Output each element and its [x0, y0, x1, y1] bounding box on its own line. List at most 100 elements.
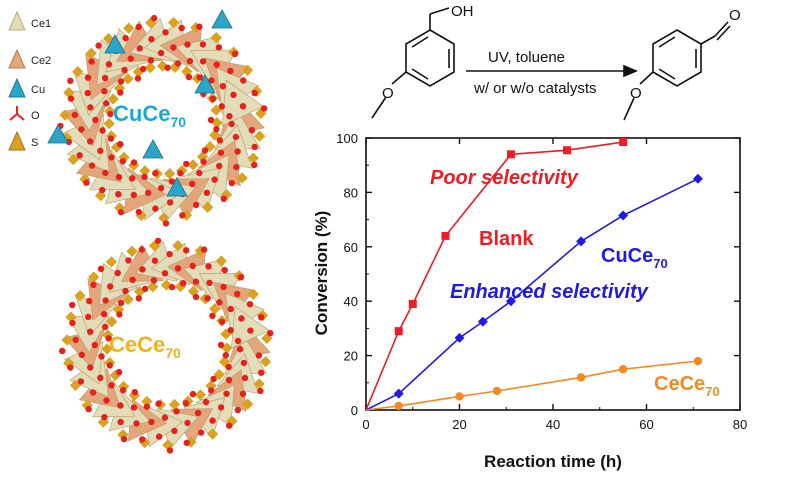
sulfur-polyhedron-icon [8, 130, 26, 151]
oxygen-atom [241, 374, 249, 382]
product-aldehyde-o: O [729, 7, 741, 24]
reactant-oh-group: OH [451, 3, 474, 20]
data-point-cuce70 [618, 210, 629, 221]
oxygen-atom [101, 74, 109, 82]
oxygen-atom [85, 405, 92, 413]
oxygen-atom [117, 208, 125, 216]
oxygen-atom [157, 184, 165, 192]
oxygen-atom [69, 301, 76, 309]
oxygen-atom [228, 179, 235, 187]
oxygen-atom [99, 127, 106, 134]
oxygen-atom [246, 301, 254, 308]
x-tick-label: 80 [733, 417, 747, 432]
oxygen-atom [183, 160, 190, 168]
blank-series-label: Blank [479, 228, 534, 250]
oxygen-atom [213, 61, 220, 68]
oxygen-atom [87, 328, 94, 335]
oxygen-atom [131, 389, 138, 396]
data-point-cuce70 [505, 296, 516, 307]
oxygen-atom [135, 23, 142, 31]
y-tick-label: 40 [344, 294, 358, 309]
oxygen-atom [205, 263, 212, 270]
oxygen-atom [115, 368, 123, 376]
oxygen-atom [114, 269, 121, 277]
cu-polyhedron [47, 124, 69, 144]
oxygen-atom [86, 138, 94, 145]
oxygen-atom [120, 435, 128, 443]
oxygen-atom [208, 387, 215, 394]
data-point-blank [506, 150, 515, 159]
oxygen-bond-icon [9, 106, 25, 121]
oxygen-atom [103, 397, 110, 404]
oxygen-atom [117, 299, 125, 307]
oxygen-atom [220, 283, 227, 291]
oxygen-atom [157, 49, 165, 57]
oxygen-atom [239, 390, 247, 398]
oxygen-atom [251, 89, 258, 97]
cu-polyhedron [166, 177, 188, 197]
oxygen-atom [106, 362, 114, 369]
oxygen-atom [87, 104, 94, 111]
legend-label: Ce2 [31, 55, 51, 67]
oxygen-atom [209, 312, 216, 319]
oxygen-atom [225, 363, 232, 371]
oxygen-atom [136, 45, 143, 52]
oxygen-atom [166, 199, 174, 206]
oxygen-atom [168, 178, 175, 185]
legend-label: O [31, 110, 40, 122]
oxygen-atom [84, 89, 91, 97]
oxygen-atom [67, 364, 74, 371]
oxygen-atom [83, 179, 90, 186]
oxygen-atom [135, 295, 142, 302]
oxygen-atom [179, 212, 186, 219]
data-point-blank [563, 146, 572, 155]
oxygen-atom [216, 137, 223, 144]
oxygen-atom [216, 299, 223, 306]
oxygen-atom [237, 274, 245, 281]
cu-polyhedron [104, 34, 126, 54]
sulfur-atom [209, 303, 221, 315]
oxygen-atom [185, 73, 193, 81]
oxygen-atom [71, 111, 79, 119]
oxygen-atom [155, 433, 163, 440]
sulfur-atom [242, 398, 254, 410]
oxygen-atom [209, 95, 217, 103]
oxygen-atom [186, 57, 194, 65]
oxygen-atom [88, 58, 95, 65]
oxygen-atom [202, 398, 210, 406]
oxygen-atom [107, 283, 114, 290]
ce1-polyhedron-icon [8, 10, 26, 31]
data-point-cuce70 [393, 388, 404, 399]
oxygen-atom [227, 327, 234, 334]
cu-polyhedron [142, 139, 164, 159]
oxygen-atom [207, 116, 215, 124]
data-point-cuce70 [454, 332, 465, 343]
oxygen-atom [151, 257, 159, 264]
cece70-ring-label: CeCe70 [109, 332, 181, 361]
sulfur-atom [147, 281, 159, 293]
oxygen-atom [170, 44, 177, 51]
sulfur-atom [168, 398, 181, 411]
oxygen-atom [103, 100, 110, 107]
oxygen-atom [164, 64, 171, 71]
oxygen-atom [231, 50, 239, 57]
poor-selectivity-annotation: Poor selectivity [430, 167, 579, 189]
oxygen-atom [234, 337, 242, 345]
data-point-cuce70 [477, 316, 488, 327]
oxygen-atom [251, 143, 258, 151]
oxygen-atom [116, 311, 123, 318]
structure-legend: Ce1 Ce2 Cu O S [8, 10, 51, 151]
oxygen-atom [221, 266, 228, 274]
oxygen-atom [72, 336, 79, 343]
data-point-blank [394, 327, 403, 336]
oxygen-atom [211, 176, 218, 183]
oxygen-atom [216, 162, 223, 170]
chart-series [365, 138, 703, 411]
oxygen-atom [247, 327, 254, 334]
oxygen-atom [86, 297, 93, 305]
ce-polyhedron [221, 79, 265, 127]
oxygen-atom [225, 376, 233, 384]
oxygen-atom [219, 83, 226, 90]
oxygen-atom [117, 78, 125, 85]
